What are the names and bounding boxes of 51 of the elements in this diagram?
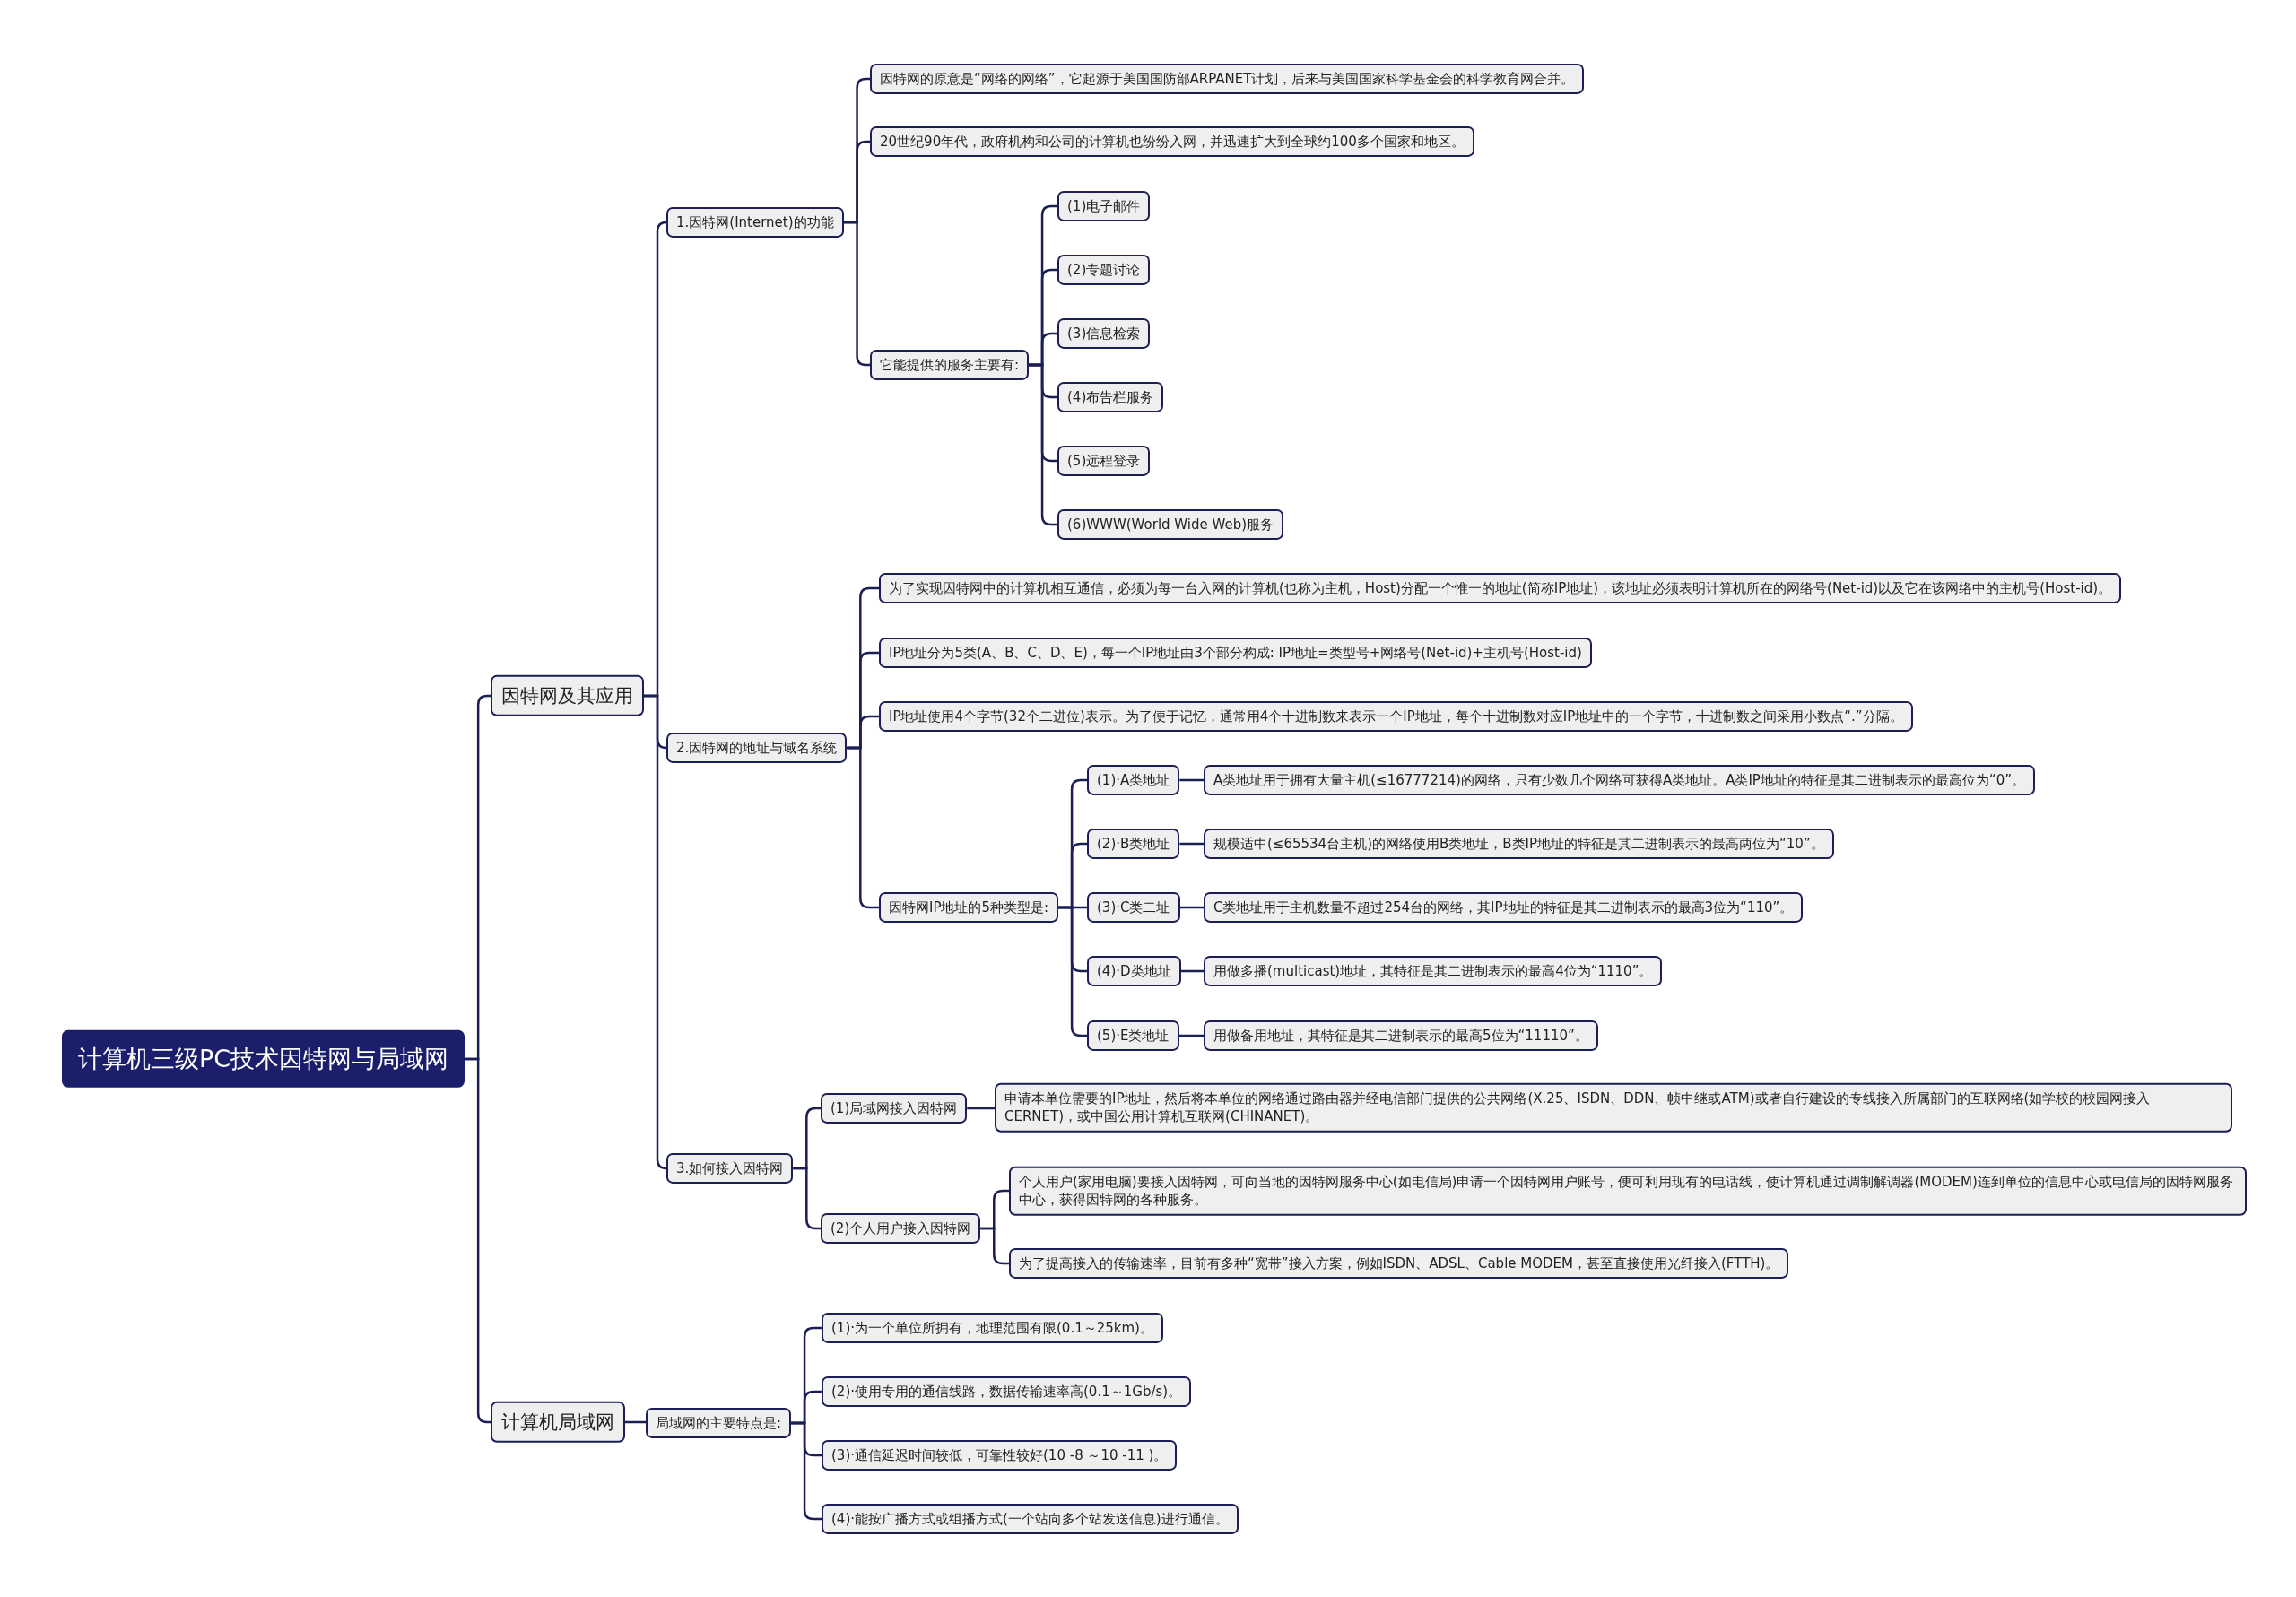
topic-box: 局域网的主要特点是:: [646, 1407, 792, 1439]
topic-box: (6)WWW(World Wide Web)服务: [1057, 508, 1284, 541]
topic-box: 因特网及其应用: [491, 674, 644, 717]
topic-box: 个人用户(家用电脑)要接入因特网，可向当地的因特网服务中心(如电信局)申请一个因特网用户账号，便可利用现有的电话线，使计算机通过调制解调器(MODEM)连到单位的信息中心或电信局的因特网服务中心，获得因特网的各种服务。: [1009, 1166, 2247, 1216]
topic-box: (5)远程登录: [1057, 445, 1151, 477]
connector-line: [1178, 1034, 1204, 1037]
topic-box: 因特网IP地址的5种类型是:: [879, 891, 1059, 924]
topic-box: IP地址使用4个字节(32个二进位)表示。为了便于记忆，通常用4个十进制数来表示一个IP地址，每个十进制数对应IP地址中的一个字节，十进制数之间采用小数点“.”分隔。: [879, 700, 1913, 733]
topic-box: (4)·D类地址: [1087, 955, 1181, 987]
connector-line: [1180, 969, 1204, 973]
central-topic-box: 计算机三级PC技术因特网与局域网: [62, 1029, 465, 1089]
topic-box: 3.如何接入因特网: [666, 1152, 794, 1185]
topic-box: 2.因特网的地址与域名系统: [666, 732, 848, 764]
topic-box: (3)信息检索: [1057, 317, 1151, 350]
topic-box: 因特网的原意是“网络的网络”，它起源于美国国防部ARPANET计划，后来与美国国家科学基金会的科学教育网合并。: [870, 63, 1585, 95]
topic-box: (1)·A类地址: [1087, 764, 1180, 796]
topic-box: (1)局域网接入因特网: [821, 1092, 968, 1124]
topic-box: 用做备用地址，其特征是其二进制表示的最高5位为“11110”。: [1204, 1020, 1598, 1052]
connector-line: [847, 746, 879, 909]
topic-box: (1)·为一个单位所拥有，地理范围有限(0.1～25km)。: [822, 1312, 1163, 1344]
topic-box: C类地址用于主机数量不超过254台的网络，其IP地址的特征是其二进制表示的最高3位为“110”。: [1204, 891, 1804, 924]
topic-box: (4)布告栏服务: [1057, 381, 1164, 413]
connector-line: [980, 1227, 1009, 1265]
topic-box: A类地址用于拥有大量主机(≤16777214)的网络，只有少数几个网络可获得A类地址。A类IP地址的特征是其二进制表示的最高位为“0”。: [1204, 764, 2035, 796]
connector-line: [1179, 842, 1204, 846]
topic-box: (5)·E类地址: [1087, 1020, 1179, 1052]
topic-box: (3)·C类二址: [1087, 891, 1180, 924]
topic-box: 申请本单位需要的IP地址，然后将本单位的网络通过路由器并经电信部门提供的公共网络(X.25、ISDN、DDN、帧中继或ATM)或者自行建设的专线接入所属部门的互联网络(如学校的校园网接入CERNET)，或中国公用计算机互联网(CHINANET)。: [995, 1082, 2232, 1133]
topic-box: 用做多播(multicast)地址，其特征是其二进制表示的最高4位为“1110”。: [1204, 955, 1663, 987]
topic-box: 1.因特网(Internet)的功能: [666, 206, 844, 239]
connector-line: [465, 1057, 491, 1424]
topic-box: (4)·能按广播方式或组播方式(一个站向多个站发送信息)进行通信。: [822, 1503, 1239, 1535]
topic-box: IP地址分为5类(A、B、C、D、E)，每一个IP地址由3个部分构成: IP地址=类型号+网络号(Net-id)+主机号(Host-id): [879, 637, 1592, 669]
topic-box: 它能提供的服务主要有:: [870, 349, 1030, 381]
connector-line: [1179, 778, 1204, 782]
topic-box: 计算机局域网: [491, 1401, 625, 1444]
topic-box: 为了实现因特网中的计算机相互通信，必须为每一台入网的计算机(也称为主机，Host)分配一个惟一的地址(简称IP地址)，该地址必须表明计算机所在的网络号(Net-id)以及它在该网络中的主机号(Host-id)。: [879, 572, 2122, 604]
topic-box: (2)·B类地址: [1087, 828, 1180, 860]
connector-line: [644, 694, 668, 1170]
topic-box: 20世纪90年代，政府机构和公司的计算机也纷纷入网，并迅速扩大到全球约100多个国家和地区。: [870, 126, 1474, 158]
topic-box: (2)专题讨论: [1057, 254, 1151, 286]
topic-box: (3)·通信延迟时间较低，可靠性较好(10 -8 ～10 -11 )。: [822, 1439, 1178, 1471]
connector-line: [1179, 906, 1204, 909]
topic-box: (1)电子邮件: [1057, 190, 1151, 222]
topic-box: (2)·使用专用的通信线路，数据传输速率高(0.1～1Gb/s)。: [822, 1376, 1192, 1408]
topic-box: (2)个人用户接入因特网: [821, 1212, 981, 1245]
connector-line: [625, 1420, 646, 1424]
connector-line: [791, 1421, 822, 1521]
topic-box: 为了提高接入的传输速率，目前有多种“宽带”接入方案，例如ISDN、ADSL、Cable MODEM，甚至直接使用光纤接入(FTTH)。: [1009, 1247, 1789, 1280]
connector-line: [967, 1107, 995, 1110]
topic-box: 规模适中(≤65534台主机)的网络使用B类地址，B类IP地址的特征是其二进制表示的最高两位为“10”。: [1204, 828, 1834, 860]
